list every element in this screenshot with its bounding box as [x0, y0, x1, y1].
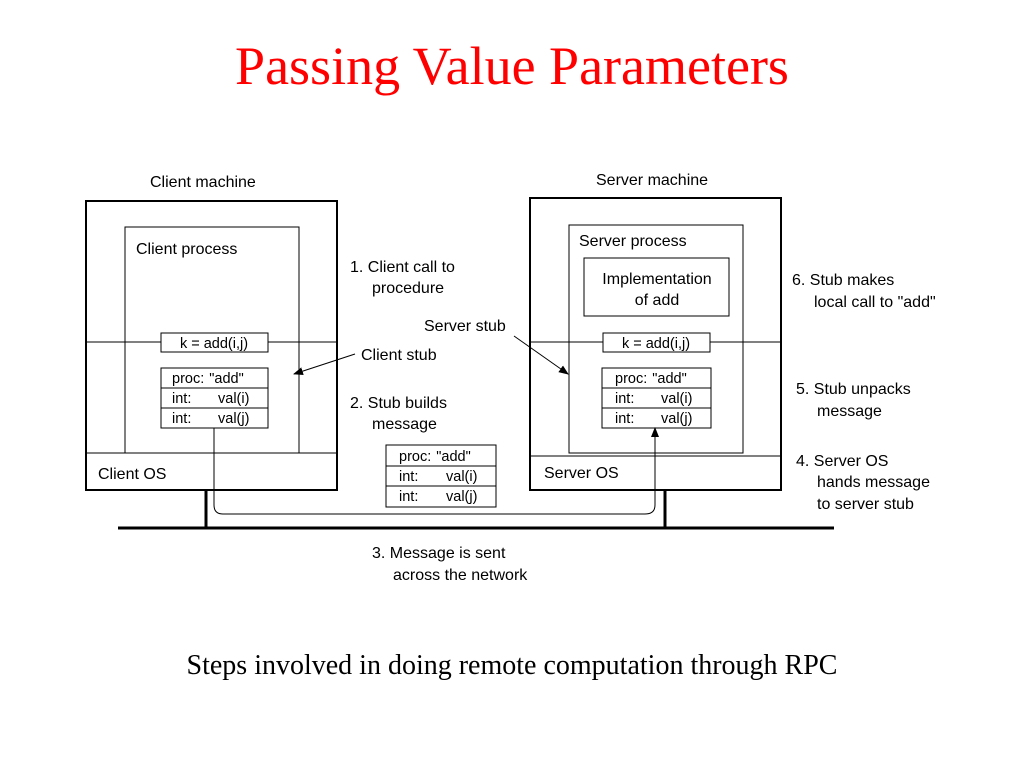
server-call-box [602, 332, 711, 353]
server-process-label: Server process [579, 233, 687, 250]
client-os-label: Client OS [98, 466, 166, 483]
implementation-line1: Implementation [602, 271, 711, 288]
client-message-table: proc:"add" int: val(i) int: val(j) [160, 367, 269, 429]
step-3-line2: across the network [393, 567, 528, 584]
figure-caption: Steps involved in doing remote computati… [186, 650, 838, 681]
server-msg-row3-label: int: [615, 411, 634, 427]
server-process-box [568, 224, 744, 454]
client-msg-row2-value: val(i) [218, 391, 249, 407]
step-4-line2: hands message [817, 474, 930, 491]
server-stub-pointer [513, 335, 569, 375]
implementation-line2: of add [635, 292, 679, 309]
step-4-line3: to server stub [817, 496, 914, 513]
server-msg-row3-value: val(j) [661, 411, 692, 427]
step-4-line1: 4. Server OS [796, 453, 888, 470]
step-2-line2: message [372, 416, 437, 433]
network-message-table: proc:"add" int: val(i) int: val(j) [385, 444, 497, 508]
network-msg-row1: proc:"add" [399, 449, 471, 465]
server-message-table: proc:"add" int: val(i) int: val(j) [601, 367, 712, 429]
client-msg-row2-label: int: [172, 391, 191, 407]
client-msg-row1: proc:"add" [172, 371, 244, 387]
client-machine-box [85, 200, 338, 491]
step-1-line2: procedure [372, 280, 444, 297]
client-stub-label: Client stub [361, 347, 437, 364]
client-msg-row3-label: int: [172, 411, 191, 427]
network-msg-row2-value: val(i) [446, 469, 477, 485]
step-3-line1: 3. Message is sent [372, 545, 506, 562]
step-2-line1: 2. Stub builds [350, 395, 447, 412]
server-call-text: k = add(i,j) [622, 336, 690, 352]
step-6-line2: local call to "add" [814, 294, 936, 311]
implementation-box [583, 257, 730, 317]
step-5-line2: message [817, 403, 882, 420]
step-6-line1: 6. Stub makes [792, 272, 894, 289]
server-msg-row2-label: int: [615, 391, 634, 407]
client-machine-label: Client machine [150, 174, 256, 191]
client-msg-row3-value: val(j) [218, 411, 249, 427]
client-call-box [160, 332, 269, 353]
server-machine-label: Server machine [596, 172, 708, 189]
network-msg-row3-value: val(j) [446, 489, 477, 505]
step-5-line1: 5. Stub unpacks [796, 381, 911, 398]
network-msg-row3-label: int: [399, 489, 418, 505]
step-1-line1: 1. Client call to [350, 259, 455, 276]
client-process-label: Client process [136, 241, 237, 258]
message-path-arrow [213, 427, 659, 515]
server-msg-row2-value: val(i) [661, 391, 692, 407]
slide-title: Passing Value Parameters [235, 36, 789, 96]
client-call-text: k = add(i,j) [180, 336, 248, 352]
network-msg-row2-label: int: [399, 469, 418, 485]
server-stub-label: Server stub [424, 318, 506, 335]
server-msg-row1: proc:"add" [615, 371, 687, 387]
server-os-label: Server OS [544, 465, 619, 482]
client-stub-pointer [293, 353, 356, 375]
